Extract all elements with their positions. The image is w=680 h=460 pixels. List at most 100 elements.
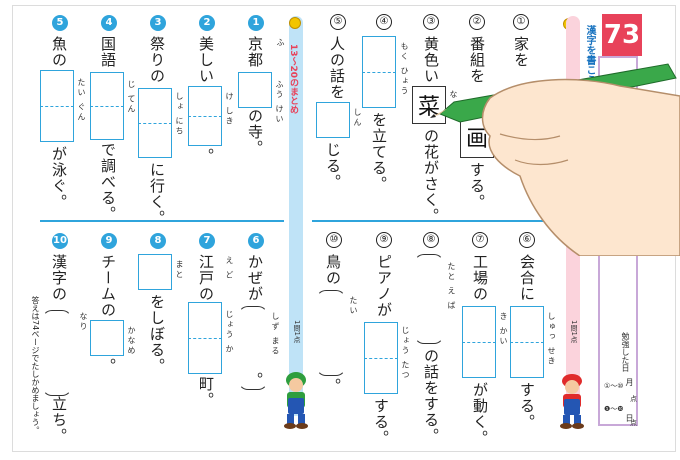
summary-bar <box>289 16 303 416</box>
box-separator <box>362 72 396 73</box>
ruby-reading: まと <box>175 260 184 280</box>
question-number: 7 <box>199 233 215 249</box>
question-text: 黄色い <box>422 36 440 84</box>
question-text: が泳ぐ。 <box>50 146 68 210</box>
question-text: 。 <box>99 358 117 374</box>
day-label: 日 <box>625 414 634 422</box>
question-text: する。 <box>468 162 486 210</box>
question-number: ⑧ <box>423 232 439 248</box>
ruby-reading: しょ にち <box>175 92 184 137</box>
ruby-reading: な <box>449 90 458 100</box>
question-text: 。 <box>197 148 215 164</box>
question-text: ピアノが <box>375 254 393 318</box>
answer-box[interactable] <box>138 254 172 290</box>
box-separator <box>138 123 172 124</box>
question-number: 2 <box>199 15 215 31</box>
question-text: に行く。 <box>148 162 166 226</box>
score-range-1: ①〜⑩ <box>604 382 624 390</box>
question-number: 1 <box>248 15 264 31</box>
question-number: ③ <box>423 14 439 30</box>
question-text: 町。 <box>197 376 215 408</box>
question-number: 6 <box>248 233 264 249</box>
question-text: する。 <box>372 398 390 446</box>
question-text: 京都 <box>246 36 264 68</box>
question-text: 漢字の <box>50 254 68 302</box>
luigi-character-icon <box>284 372 308 429</box>
question-number: ⑥ <box>519 232 535 248</box>
mario-character-icon <box>560 374 584 429</box>
question-text: 国語 <box>99 36 117 68</box>
month-label: 月 <box>625 378 634 386</box>
box-separator <box>510 342 544 343</box>
hand-with-pencil <box>430 63 680 256</box>
answer-paren[interactable] <box>414 254 444 344</box>
answer-paren[interactable] <box>238 306 268 390</box>
answer-note: 答えは74ページでたしかめましょう。 <box>31 296 40 435</box>
question-text: の話をする。 <box>422 348 440 444</box>
question-number: ⑩ <box>326 232 342 248</box>
ruby-reading: け しき <box>225 92 234 127</box>
question-text: をしぼる。 <box>148 294 166 374</box>
question-number: 9 <box>101 233 117 249</box>
divider-right <box>312 220 562 222</box>
ruby-reading: え ど <box>225 256 234 281</box>
question-number: ④ <box>376 14 392 30</box>
question-number: 5 <box>52 15 68 31</box>
answer-box[interactable] <box>316 102 350 138</box>
ruby-reading: しず まる <box>271 312 280 357</box>
question-text: の寺。 <box>246 108 264 156</box>
ruby-reading: たい ぐん <box>77 78 86 123</box>
box-separator <box>188 338 222 339</box>
question-text: チームの <box>99 254 117 318</box>
box-separator <box>364 358 398 359</box>
ruby-reading: たい <box>349 296 358 316</box>
question-number: 10 <box>52 233 68 249</box>
ruby-reading: たと え ば <box>447 262 456 312</box>
lightbulb-icon <box>289 17 301 29</box>
ruby-reading: ふう けい <box>275 80 284 125</box>
answer-paren[interactable] <box>42 310 72 396</box>
question-number: ⑤ <box>330 14 346 30</box>
question-number: ① <box>513 14 529 30</box>
points-unit-2: 点 <box>630 419 637 427</box>
question-number: ② <box>469 14 485 30</box>
question-text: 。 <box>324 378 342 394</box>
answer-box[interactable] <box>90 320 124 356</box>
question-text: 工場の <box>471 254 489 302</box>
box-separator <box>188 116 222 117</box>
ruby-reading: じょう か <box>225 310 234 355</box>
ruby-reading: かなめ <box>127 326 136 356</box>
question-number: 4 <box>101 15 117 31</box>
study-date-label: 勉強した日 <box>621 332 630 372</box>
answer-box-filled[interactable]: 菜 <box>412 86 446 124</box>
box-separator <box>90 106 124 107</box>
question-text: 鳥の <box>324 254 342 286</box>
summary-label: 13〜20のまとめ <box>288 44 298 115</box>
question-text: を立てる。 <box>370 112 388 192</box>
question-text: 江戸の <box>197 254 215 302</box>
ruby-reading: なり <box>79 312 88 332</box>
question-number: ⑦ <box>472 232 488 248</box>
ruby-reading: ふ <box>276 38 285 48</box>
question-number: 8 <box>150 233 166 249</box>
ruby-reading: じ てん <box>127 80 136 115</box>
points-label-right: 1問1点 <box>570 320 578 343</box>
question-text: 。 <box>246 372 264 388</box>
points-label-left: 1問1点 <box>293 320 301 343</box>
answer-box[interactable] <box>238 72 272 108</box>
page-number-badge: 73 <box>602 14 642 56</box>
question-text: 魚の <box>50 36 68 68</box>
question-text: 祭りの <box>148 36 166 84</box>
box-separator <box>40 106 74 107</box>
question-number: 3 <box>150 15 166 31</box>
question-text: する。 <box>518 382 536 430</box>
score-range-2: ❶〜❿ <box>604 405 624 413</box>
question-text: 家を <box>512 36 530 68</box>
question-text: 美しい <box>197 36 215 84</box>
worksheet-title: 漢字を書こう <box>584 25 595 85</box>
answer-paren[interactable] <box>316 290 346 376</box>
question-text: じる。 <box>324 142 342 190</box>
question-text: 人の話を <box>328 36 346 100</box>
question-text: かぜが <box>246 254 264 302</box>
ruby-reading: き かい <box>499 312 508 347</box>
